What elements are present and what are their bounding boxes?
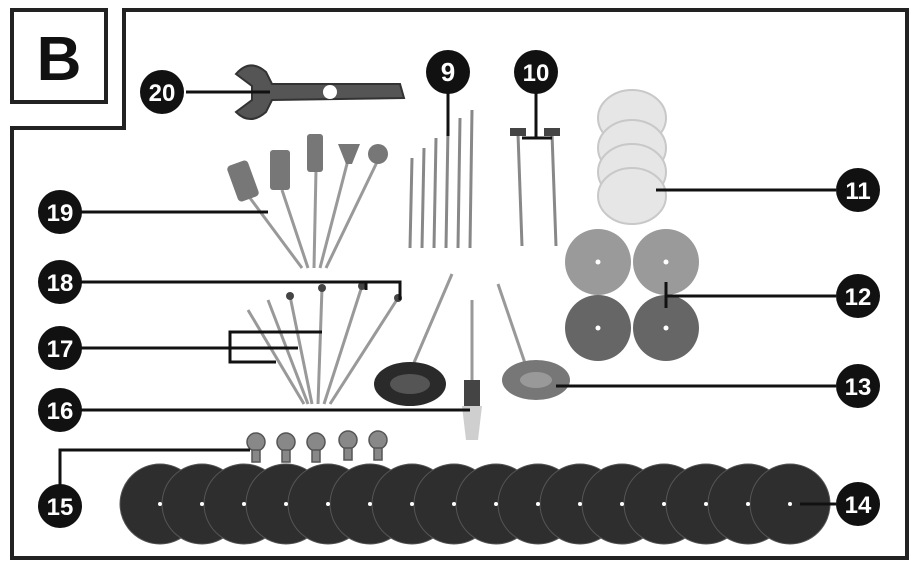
engraving-bit-tips xyxy=(286,282,402,302)
svg-text:13: 13 xyxy=(845,374,872,401)
svg-text:10: 10 xyxy=(523,60,550,87)
svg-text:11: 11 xyxy=(845,178,870,205)
callout-18: 18 xyxy=(38,260,82,304)
svg-text:14: 14 xyxy=(845,492,872,519)
callout-12: 12 xyxy=(836,274,880,318)
callout-15: 15 xyxy=(38,484,82,528)
callout-11: 11 xyxy=(836,168,880,212)
svg-text:18: 18 xyxy=(47,270,74,297)
cutoff-disc-holes xyxy=(158,502,792,506)
callout-16: 16 xyxy=(38,388,82,432)
svg-text:20: 20 xyxy=(149,80,176,107)
collets xyxy=(246,430,388,463)
mandrels xyxy=(510,128,560,247)
callout-19: 19 xyxy=(38,190,82,234)
svg-text:16: 16 xyxy=(47,398,74,425)
callout-10: 10 xyxy=(514,50,558,94)
wheel-brushes xyxy=(374,273,570,440)
svg-text:12: 12 xyxy=(845,284,872,311)
cutoff-discs xyxy=(119,463,831,545)
grinding-stones xyxy=(227,134,388,269)
sanding-discs xyxy=(565,229,699,361)
wrench xyxy=(234,64,406,120)
drill-bits xyxy=(408,109,474,249)
figure-tab-box xyxy=(10,8,108,104)
callout-9: 9 xyxy=(426,50,470,94)
figure-frame xyxy=(10,8,909,560)
engraving-bits xyxy=(246,285,400,405)
svg-text:17: 17 xyxy=(47,336,74,363)
callout-17: 17 xyxy=(38,326,82,370)
callout-20: 20 xyxy=(140,70,184,114)
callout-13: 13 xyxy=(836,364,880,408)
svg-text:15: 15 xyxy=(47,494,74,521)
leader-lines xyxy=(58,90,836,506)
callout-14: 14 xyxy=(836,482,880,526)
svg-text:19: 19 xyxy=(47,200,74,227)
figure-tab-letter: B xyxy=(37,25,82,94)
felt-polishing-wheels xyxy=(597,89,667,225)
svg-text:9: 9 xyxy=(441,57,455,87)
